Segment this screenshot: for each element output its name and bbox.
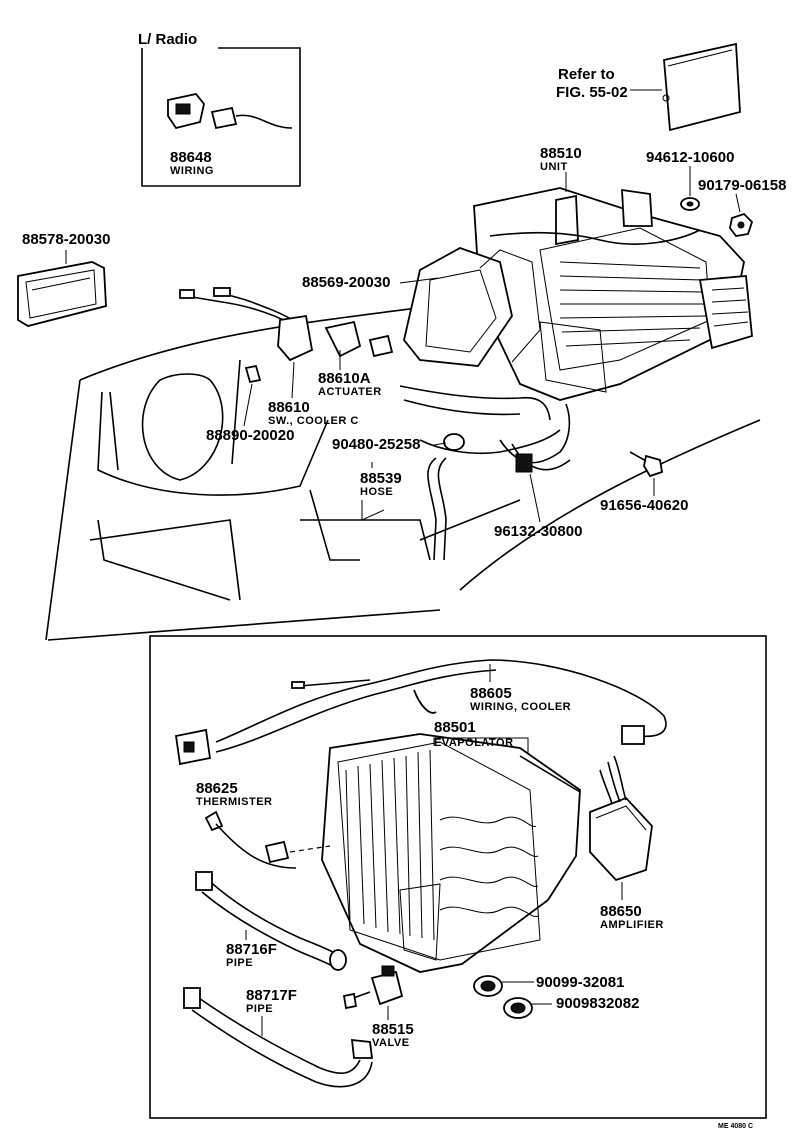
label-91656-40620: 91656-40620	[600, 497, 688, 514]
label-88610-desc: SW., COOLER C	[268, 415, 359, 427]
refer-text-line2: FIG. 55-02	[556, 84, 628, 101]
evaporator-illustration	[321, 733, 581, 973]
hose-assembly-illustration	[399, 385, 571, 561]
label-9009832082: 9009832082	[556, 995, 639, 1012]
label-88625: 88625	[196, 780, 238, 797]
label-88501-desc: EVAPOLATOR	[434, 737, 514, 749]
label-88569-20030: 88569-20030	[302, 274, 390, 291]
label-88717F-desc: PIPE	[246, 1003, 273, 1015]
label-88648-desc: WIRING	[170, 165, 214, 177]
label-90179-06158: 90179-06158	[698, 177, 786, 194]
pipe-88717F-illustration	[183, 987, 374, 1088]
thermister-illustration	[204, 810, 331, 869]
label-90480-25258: 90480-25258	[332, 436, 420, 453]
refer-text-line1: Refer to	[558, 66, 615, 83]
bolt-91656	[629, 451, 664, 478]
label-88501: 88501	[434, 719, 476, 736]
label-88510: 88510	[540, 145, 582, 162]
label-88605: 88605	[470, 685, 512, 702]
evaporator-inset-frame	[149, 635, 767, 1119]
label-88515: 88515	[372, 1021, 414, 1038]
radio-inset: L/ Radio 88648 WIRING	[138, 31, 301, 187]
label-94612-10600: 94612-10600	[646, 149, 734, 166]
label-88650: 88650	[600, 903, 642, 920]
label-88510-desc: UNIT	[540, 161, 568, 173]
label-88610A: 88610A	[318, 370, 371, 387]
pad-88578-illustration	[17, 261, 107, 327]
label-96132-30800: 96132-30800	[494, 523, 582, 540]
dashboard-outline	[45, 299, 761, 641]
label-88625-desc: THERMISTER	[196, 796, 273, 808]
label-88610: 88610	[268, 399, 310, 416]
label-88648: 88648	[170, 149, 212, 166]
washer-94612	[680, 197, 700, 211]
label-88717F: 88717F	[246, 987, 297, 1004]
valve-88515-illustration	[342, 965, 404, 1010]
diagram-code: ME 4080 C	[718, 1123, 753, 1130]
label-88610A-desc: ACTUATER	[318, 386, 382, 398]
label-90099-32081: 90099-32081	[536, 974, 624, 991]
switch-wiring-illustration	[179, 287, 394, 384]
label-88650-desc: AMPLIFIER	[600, 919, 664, 931]
label-88716F: 88716F	[226, 941, 277, 958]
label-88890-20020: 88890-20020	[206, 427, 294, 444]
nut-90179	[729, 212, 754, 237]
amplifier-illustration	[589, 755, 653, 882]
pipe-88716F-illustration	[195, 871, 347, 971]
cover-plate-illustration	[662, 42, 741, 132]
wiring-cooler-illustration	[174, 659, 667, 766]
grommet-9009832082	[503, 997, 533, 1019]
label-88515-desc: VALVE	[372, 1037, 410, 1049]
label-88716F-desc: PIPE	[226, 957, 253, 969]
label-88539-desc: HOSE	[360, 486, 393, 498]
radio-connector-illustration	[167, 93, 293, 130]
cooler-unit-illustration	[403, 187, 753, 401]
radio-title: L/ Radio	[138, 31, 197, 48]
label-88539: 88539	[360, 470, 402, 487]
grommet-90099	[473, 975, 503, 997]
label-88605-desc: WIRING, COOLER	[470, 701, 571, 713]
label-88578-20030: 88578-20030	[22, 231, 110, 248]
